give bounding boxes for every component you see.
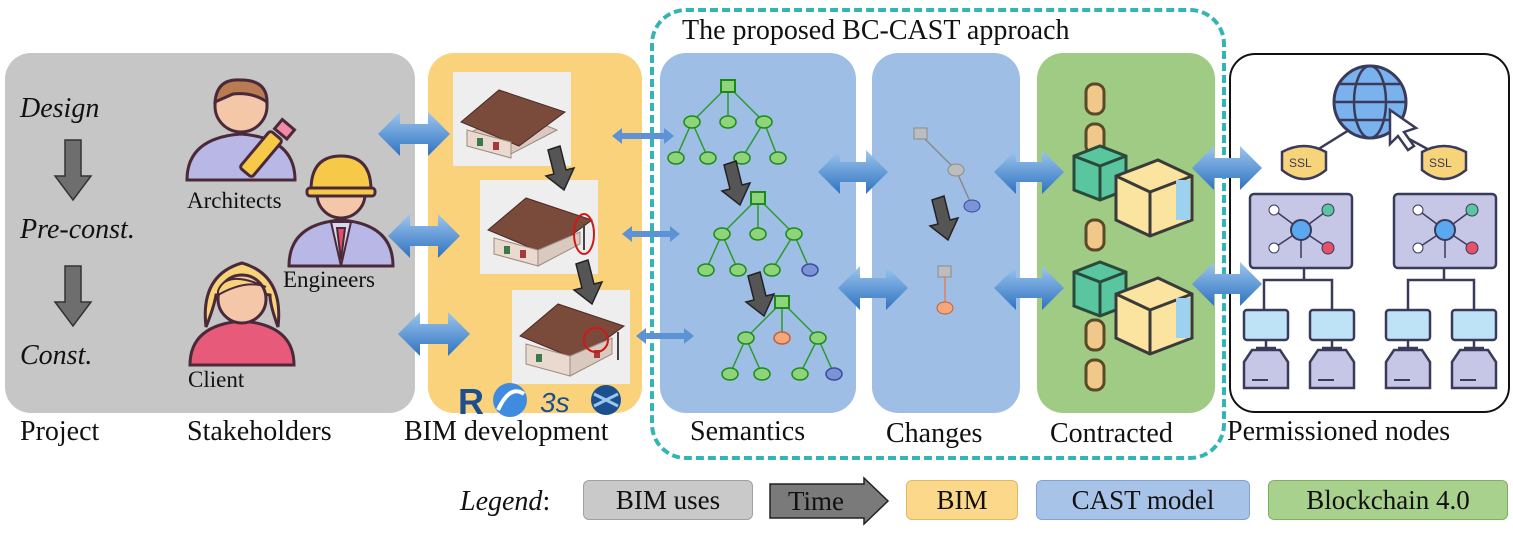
double-arrow-stakeholders-bim-1 bbox=[378, 112, 450, 156]
blockchain-block-icon-1 bbox=[1072, 82, 1194, 252]
role-architects: Architects bbox=[187, 188, 282, 213]
label-permissioned-nodes: Permissioned nodes bbox=[1227, 416, 1451, 447]
revit-logo-icon: R bbox=[458, 381, 484, 422]
double-arrow-stakeholders-bim-3 bbox=[398, 312, 470, 356]
label-changes: Changes bbox=[886, 418, 983, 449]
changes-time-arrow bbox=[928, 195, 960, 242]
legend-title: Legend: bbox=[460, 486, 550, 518]
double-arrow-bim-semantics-3 bbox=[636, 328, 694, 344]
legend-time: Time bbox=[769, 476, 890, 526]
phase-construction: Const. bbox=[20, 340, 93, 371]
3dsmax-logo-icon: 3s bbox=[540, 387, 570, 418]
bim-model-image-2 bbox=[480, 180, 598, 274]
legend-colon: : bbox=[542, 486, 551, 517]
phase-design: Design bbox=[20, 93, 100, 124]
time-arrow-2 bbox=[53, 265, 93, 328]
semantic-tree-3 bbox=[721, 295, 843, 381]
legend-blockchain: Blockchain 4.0 bbox=[1268, 480, 1508, 520]
phase-pre-construction: Pre-const. bbox=[20, 214, 135, 245]
network-diagram bbox=[1242, 64, 1498, 390]
legend-cast-model: CAST model bbox=[1036, 480, 1250, 520]
ssl-badge-label-left: SSL bbox=[1289, 156, 1312, 170]
double-arrow-contracted-nodes-2 bbox=[1192, 262, 1262, 306]
legend-cast-model-label: CAST model bbox=[1071, 484, 1215, 515]
engineer-icon bbox=[287, 154, 395, 268]
globe-icon bbox=[1332, 64, 1419, 152]
legend-bim-uses: BIM uses bbox=[583, 480, 753, 520]
double-arrow-contracted-nodes-1 bbox=[1192, 146, 1262, 190]
client-icon bbox=[188, 261, 296, 367]
change-graph-2 bbox=[936, 265, 954, 315]
double-arrow-semantics-changes-1 bbox=[818, 150, 888, 194]
legend-blockchain-label: Blockchain 4.0 bbox=[1306, 484, 1470, 515]
role-client: Client bbox=[188, 367, 245, 392]
legend-time-label: Time bbox=[788, 486, 845, 516]
semantic-tree-2 bbox=[697, 191, 819, 277]
svg-text:3s: 3s bbox=[540, 387, 570, 418]
legend-bim-label: BIM bbox=[936, 484, 988, 515]
double-arrow-stakeholders-bim-2 bbox=[388, 214, 460, 258]
approach-title: The proposed BC-CAST approach bbox=[678, 15, 1074, 47]
label-project: Project bbox=[20, 416, 100, 447]
blockchain-block-icon-2 bbox=[1072, 260, 1194, 392]
semantic-time-arrow-1 bbox=[720, 160, 752, 207]
double-arrow-bim-semantics-2 bbox=[622, 226, 680, 242]
legend-time-arrow-icon bbox=[769, 476, 890, 526]
architect-icon bbox=[185, 78, 297, 182]
legend-bim: BIM bbox=[906, 480, 1018, 520]
archicad-logo-icon bbox=[493, 383, 527, 417]
label-bim-development: BIM development bbox=[404, 416, 609, 447]
label-stakeholders: Stakeholders bbox=[187, 416, 332, 447]
double-arrow-semantics-changes-2 bbox=[838, 266, 908, 310]
double-arrow-changes-contracted-1 bbox=[994, 150, 1064, 194]
bim-model-image-3 bbox=[512, 290, 630, 384]
semantic-tree-1 bbox=[667, 79, 787, 165]
role-engineers: Engineers bbox=[283, 267, 375, 292]
navisworks-logo-icon bbox=[591, 385, 621, 415]
contracted-panel bbox=[1037, 53, 1215, 413]
bim-time-arrow-2 bbox=[572, 259, 604, 306]
legend-title-text: Legend bbox=[460, 486, 543, 517]
time-arrow-1 bbox=[53, 139, 93, 202]
svg-text:R: R bbox=[458, 381, 484, 422]
ssl-badge-label-right: SSL bbox=[1429, 156, 1452, 170]
double-arrow-bim-semantics-1 bbox=[612, 128, 674, 144]
legend-bim-uses-label: BIM uses bbox=[615, 484, 721, 515]
semantic-time-arrow-2 bbox=[744, 271, 776, 318]
label-semantics: Semantics bbox=[690, 416, 806, 447]
double-arrow-changes-contracted-2 bbox=[994, 266, 1064, 310]
bim-time-arrow-1 bbox=[544, 145, 576, 192]
label-contracted: Contracted bbox=[1050, 418, 1173, 449]
change-graph-1 bbox=[913, 127, 981, 213]
